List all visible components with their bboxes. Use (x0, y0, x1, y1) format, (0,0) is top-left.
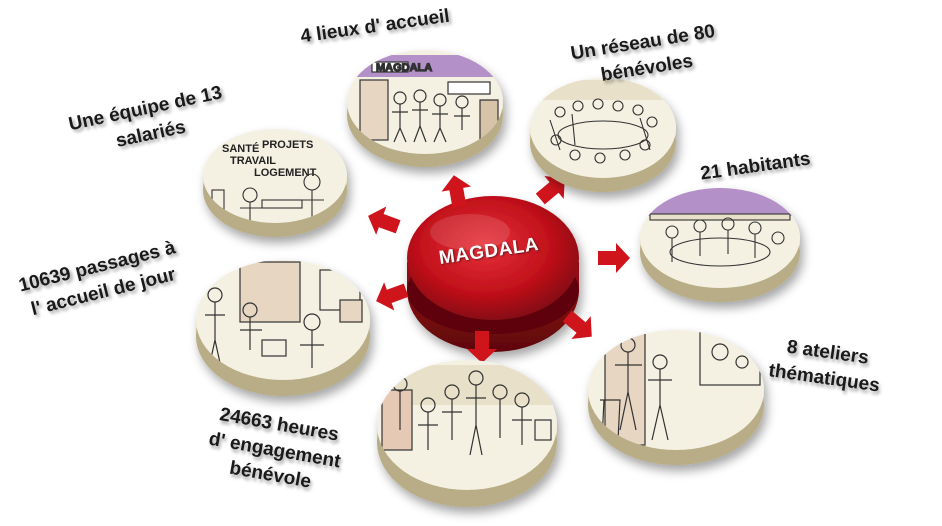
scene-logement: LOGEMENT (254, 167, 317, 179)
scene-sante: SANTÉ (222, 142, 259, 155)
arrow-down-right (562, 310, 592, 340)
disc-heures (377, 360, 557, 507)
disc-habitants (640, 188, 800, 302)
center-disc (407, 196, 579, 352)
arrows (368, 175, 630, 363)
scene-projets: PROJETS (262, 139, 313, 151)
disc-ateliers (588, 330, 764, 465)
disc-passages (196, 260, 370, 396)
arrow-up-left (441, 175, 472, 209)
scene-travail: TRAVAIL (230, 155, 276, 167)
disc-salaries: SANTÉ PROJETS TRAVAIL LOGEMENT (203, 129, 347, 237)
arrow-left-down (376, 282, 409, 311)
arrow-right (598, 243, 630, 273)
arrow-left (368, 206, 401, 235)
scene-sign-text: MAGDALA (376, 62, 432, 74)
arrow-down (467, 331, 497, 363)
disc-lieux: MAGDALA (347, 50, 503, 167)
disc-benevoles (530, 78, 676, 192)
arrow-up-right (535, 175, 565, 205)
